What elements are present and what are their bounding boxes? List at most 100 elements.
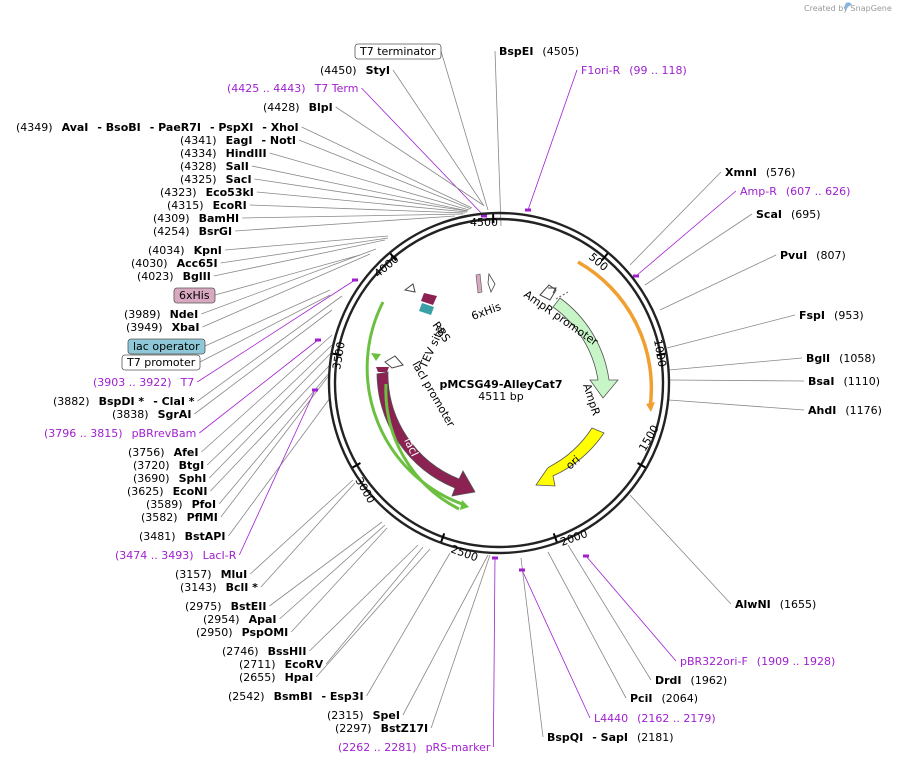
site-label-bspqi: BspQI- SapI(2181) (547, 731, 674, 744)
site-label-part: (2954) (203, 613, 240, 626)
tick-mark (389, 252, 397, 262)
site-label-part: (3143) (180, 581, 217, 594)
tick-mark (440, 533, 446, 543)
feature-label-ampr-promoter: AmpR promoter (521, 288, 600, 349)
site-label-part: (4450) (320, 64, 357, 77)
site-label-part: (1110) (843, 375, 880, 388)
site-label-part: (807) (816, 249, 846, 262)
site-label-avai: (4349)AvaI- BsoBI- PaeR7I- PspXI- XhoI (16, 121, 299, 134)
site-label-pflmi: (3582)PflMI (141, 511, 218, 524)
site-label-part: BglI (806, 352, 830, 365)
site-label-part: EagI (226, 134, 253, 147)
site-label-bgli: BglI (1058) (806, 352, 876, 365)
site-label-part: BsrGI (199, 225, 232, 238)
site-label-part: (3796 .. 3815) (44, 427, 123, 440)
site-label-part: pRS-marker (426, 741, 491, 754)
features (365, 260, 655, 511)
site-label-fspi: FspI(953) (799, 309, 864, 322)
site-label-part: SphI (179, 472, 207, 485)
feature-box-label: T7 promoter (126, 356, 196, 369)
site-label-part: - SapI (592, 731, 628, 744)
site-label-pfoi: (3589)PfoI (146, 498, 216, 511)
tick-label: 4500 (470, 216, 498, 229)
plasmid-size: 4511 bp (478, 390, 523, 403)
site-label-t7term-box: T7 terminator (354, 43, 442, 60)
green-feature-arc-outer (365, 301, 466, 507)
site-label-acc65i: (4030)Acc65I (131, 257, 218, 270)
site-label-part: (4323) (160, 186, 197, 199)
site-label-sphi: (3690) SphI (133, 472, 206, 485)
site-label-lacop-box: lac operator (127, 338, 206, 355)
site-label-xbai: (3949)XbaI (126, 321, 199, 334)
site-label-part: MluI (221, 568, 248, 581)
site-label-hindiii: (4334)HindIII (180, 147, 267, 160)
site-label-t7-primer: (3903 .. 3922)T7 (93, 376, 194, 389)
site-label-part: (2181) (637, 731, 674, 744)
site-label-part: BstEII (231, 600, 267, 613)
site-label-alwni: AlwNI(1655) (735, 598, 816, 611)
site-label-part: (4034) (148, 244, 185, 257)
site-label-part: (2297) (335, 722, 372, 735)
site-label-l4440: L4440(2162 .. 2179) (594, 712, 716, 725)
site-label-part: F1ori-R (581, 64, 621, 77)
site-label-part: pBR322ori-F (680, 655, 748, 668)
site-label-part: (3989) (124, 308, 161, 321)
site-label-part: (4341) (180, 134, 217, 147)
site-label-part: (4023) (137, 270, 174, 283)
site-label-part: BstAPI (185, 530, 226, 543)
mcs-feature-blocks (403, 272, 496, 315)
site-label-spei: (2315)SpeI (327, 709, 400, 722)
site-label-bglii: (4023)BglII (137, 270, 211, 283)
tick-label: 2000 (559, 527, 590, 549)
ampr-promoter-arrow (539, 284, 557, 301)
site-label-part: (3690) (133, 472, 170, 485)
site-label-part: (3481) (139, 530, 176, 543)
site-label-part: (1058) (839, 352, 876, 365)
site-label-amp-r: Amp-R(607 .. 626) (740, 185, 850, 198)
site-label-part: AlwNI (735, 598, 771, 611)
site-label-part: pBRrevBam (132, 427, 197, 440)
site-label-part: BamHI (199, 212, 240, 225)
site-label-sgrai: (3838)SgrAI (112, 408, 191, 421)
site-label-saci: (4325)SacI (180, 173, 252, 186)
site-label-part: (99 .. 118) (629, 64, 687, 77)
site-label-drdi: DrdI(1962) (655, 674, 727, 687)
site-label-part: T7 (180, 376, 195, 389)
site-label-bspdi: (3882)BspDI *- ClaI * (53, 395, 195, 408)
site-label-part: (3625) (127, 485, 164, 498)
site-label-part: ApaI (249, 613, 277, 626)
site-label-styi: (4450)StyI (320, 64, 390, 77)
site-label-part: (2542) (228, 690, 265, 703)
site-label-prs-marker: (2262 .. 2281)pRS-marker (338, 741, 491, 754)
site-label-ndei: (3989)NdeI (124, 308, 198, 321)
site-label-part: (2950) (196, 626, 233, 639)
site-label-part: DrdI (655, 674, 682, 687)
site-label-part: (3756) (128, 446, 165, 459)
site-label-part: HpaI (285, 671, 314, 684)
site-label-part: (4425 .. 4443) (227, 82, 306, 95)
site-label-bamhi: (4309)BamHI (153, 212, 239, 225)
ori-arrow (535, 427, 605, 487)
feature-label-6xhis: 6xHis (470, 300, 503, 323)
site-label-pbr322ori: pBR322ori-F(1909 .. 1928) (680, 655, 835, 668)
site-label-part: - ClaI * (153, 395, 195, 408)
site-label-part: EcoRI (213, 199, 247, 212)
ampr-arrow (552, 297, 619, 399)
plasmid-name: pMCSG49-AlleyCat7 (439, 378, 562, 391)
site-label-part: AfeI (174, 446, 199, 459)
site-label-scai: ScaI(695) (756, 208, 821, 221)
site-label-bsteii: (2975)BstEII (185, 600, 266, 613)
site-label-laci-r: (3474 .. 3493)LacI-R (115, 549, 237, 562)
site-label-part: LacI-R (203, 549, 237, 562)
site-label-part: PfoI (192, 498, 217, 511)
site-label-bstz17i: (2297)BstZ17I (335, 722, 428, 735)
site-label-part: SgrAI (158, 408, 192, 421)
site-label-bsrgi: (4254)BsrGI (153, 225, 232, 238)
orange-feature-arc (577, 260, 654, 409)
site-label-6xhis-box: 6xHis (173, 287, 216, 304)
site-label-part: (4428) (263, 101, 300, 114)
site-label-part: (4315) (167, 199, 204, 212)
site-label-part: (3720) (133, 459, 170, 472)
